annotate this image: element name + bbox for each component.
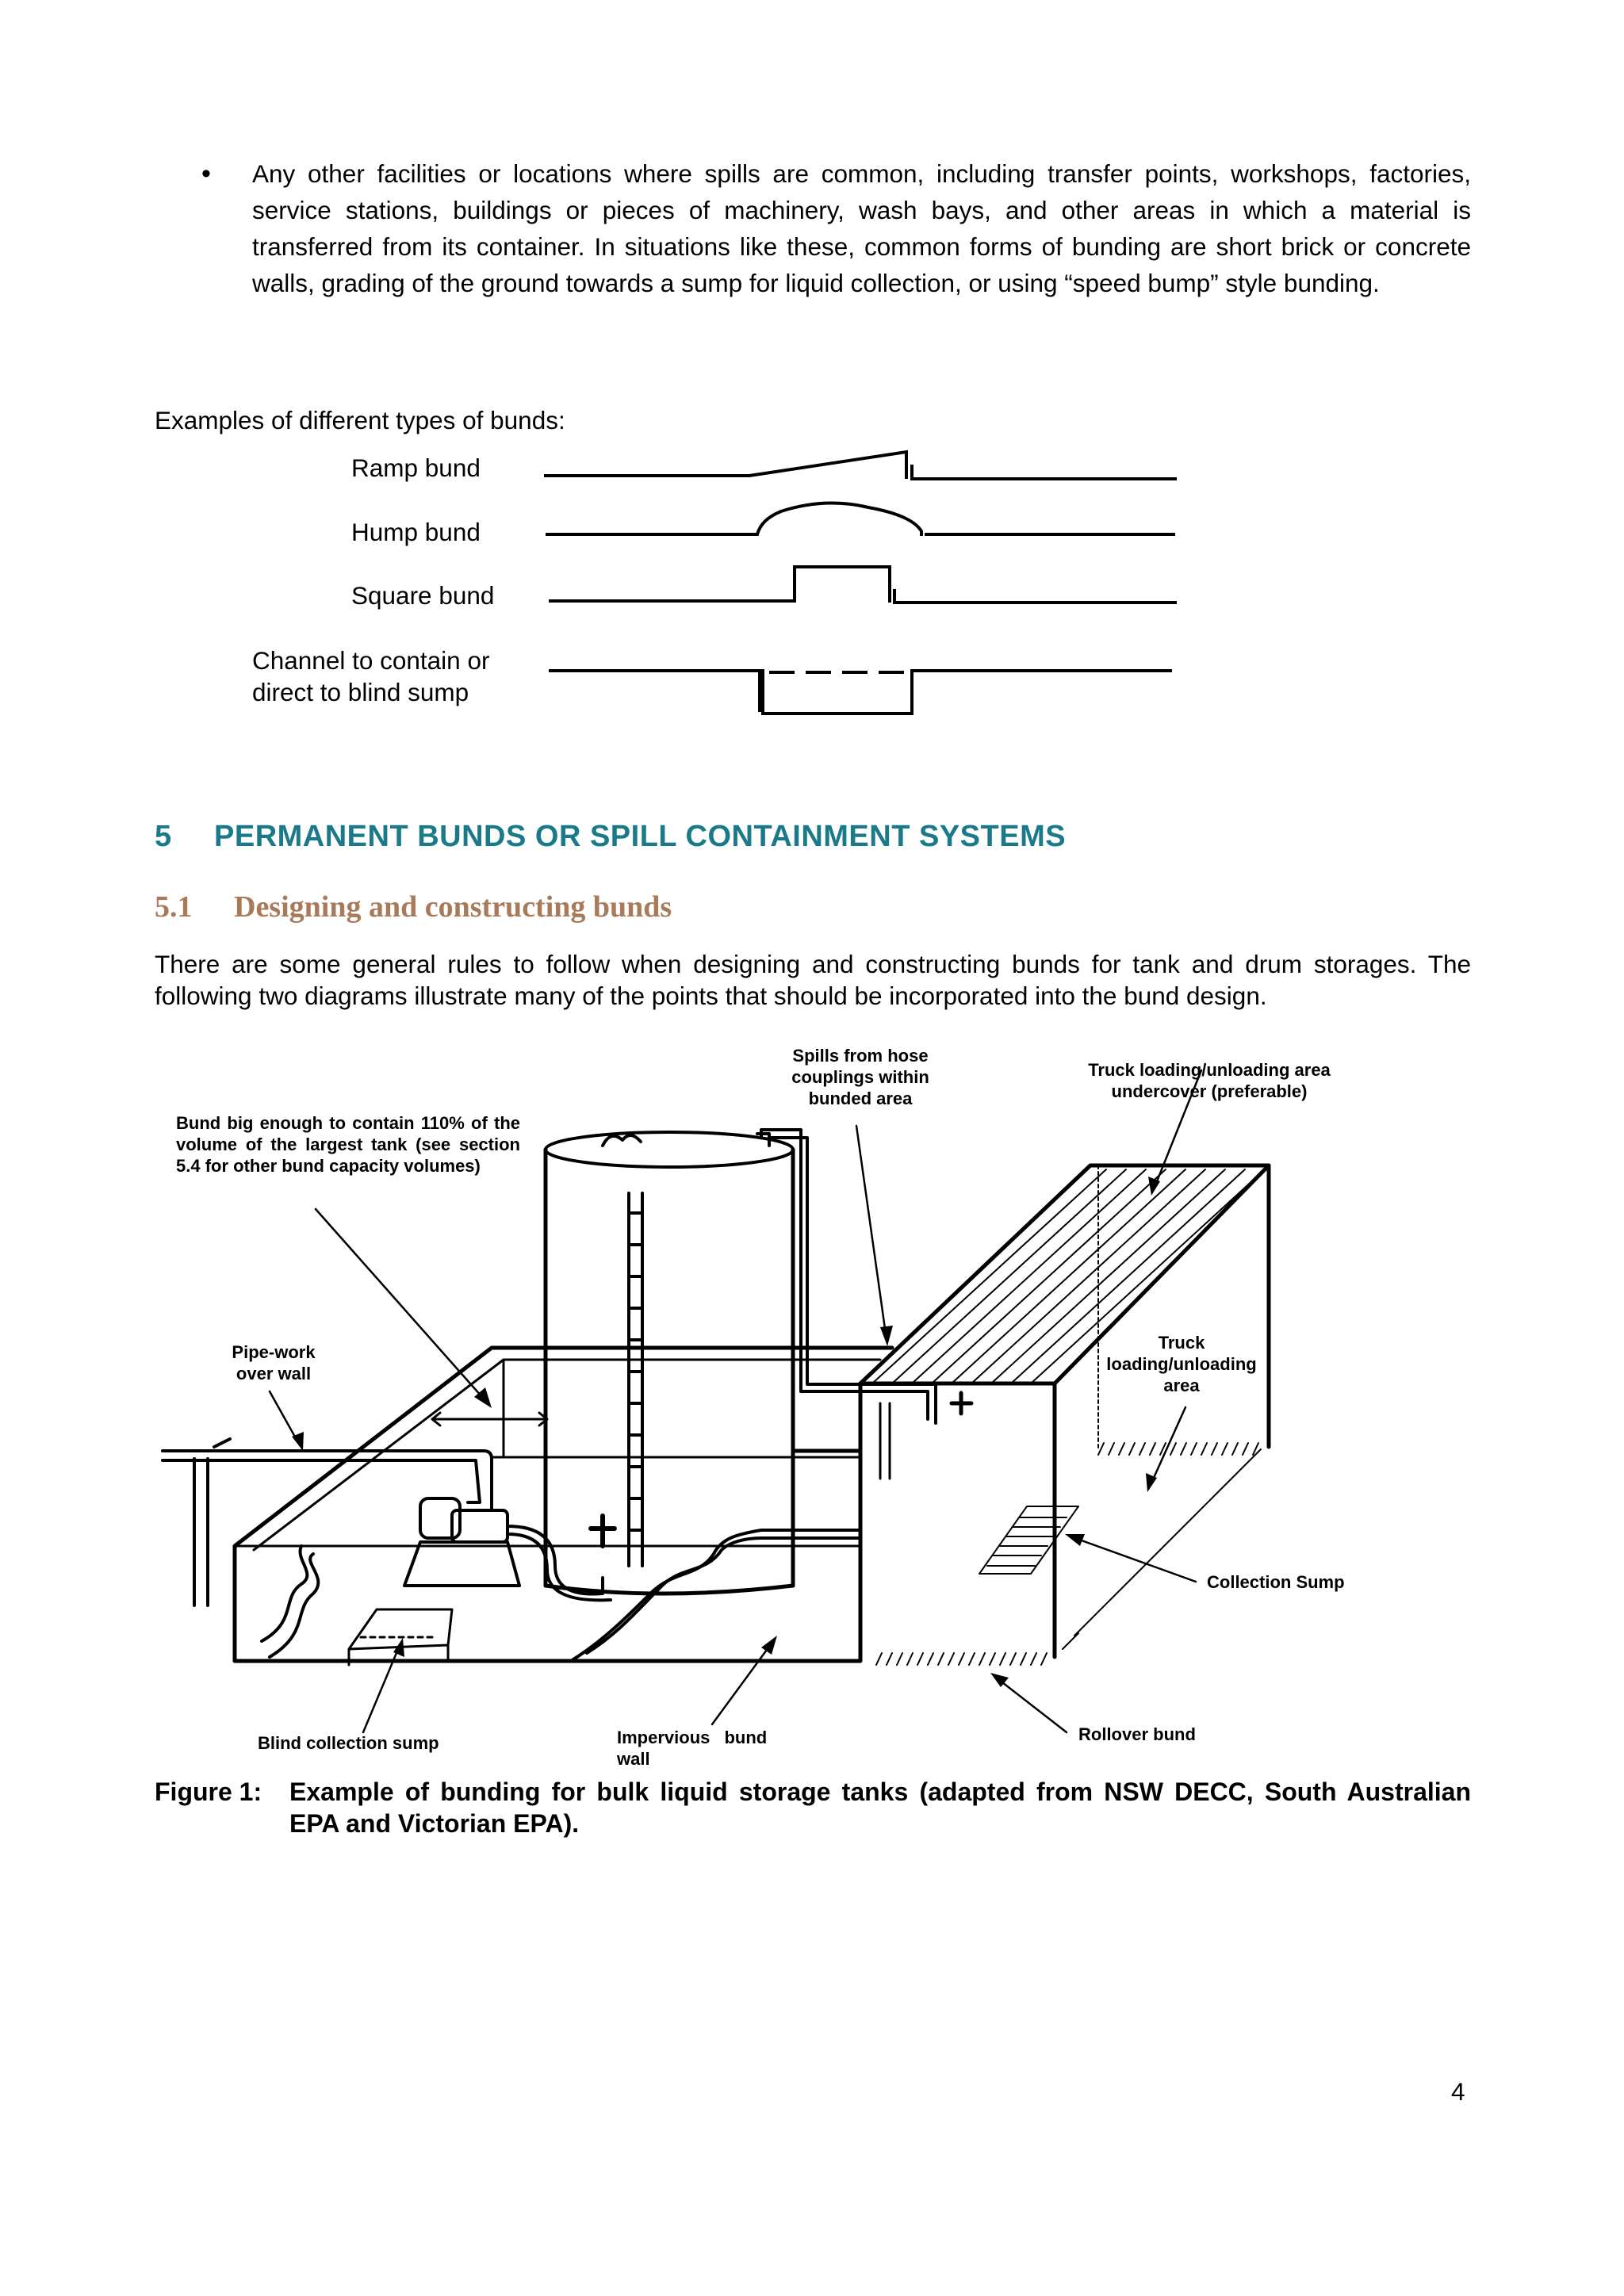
- figure-caption: Figure 1: Example of bunding for bulk li…: [155, 1776, 1471, 1839]
- leader-lines: [268, 1069, 1203, 1734]
- collection-sump-grate: [979, 1506, 1079, 1575]
- bund-wall: [232, 1345, 894, 1663]
- ramp-bund-profile: [544, 450, 1177, 480]
- blind-sump-shape: [347, 1608, 454, 1667]
- bund-width-arrow: [431, 1411, 549, 1427]
- examples-intro: Examples of different types of bunds:: [155, 406, 565, 434]
- callout-blind-sump: Blind collection sump: [258, 1733, 439, 1753]
- transfer-hose: [756, 1128, 974, 1425]
- figure-caption-text: Example of bunding for bulk liquid stora…: [289, 1777, 1471, 1838]
- section-5-1-heading: 5.1 Designing and constructing bunds: [155, 890, 672, 924]
- bund-profiles-diagram: [544, 450, 1177, 715]
- section-5-heading: 5 PERMANENT BUNDS OR SPILL CONTAINMENT SY…: [155, 820, 1066, 854]
- hump-bund-label: Hump bund: [351, 518, 481, 546]
- bullet-item: • Any other facilities or locations wher…: [201, 155, 1471, 301]
- square-bund-label: Square bund: [351, 581, 495, 610]
- channel-label-line2: direct to blind sump: [252, 678, 469, 706]
- section-5-1-number: 5.1: [155, 890, 193, 924]
- callout-spills: Spills from hose couplings within bunded…: [791, 1046, 929, 1108]
- square-bund-profile: [549, 565, 1177, 604]
- hump-bund-profile: [546, 501, 1175, 536]
- bullet-text: Any other facilities or locations where …: [252, 159, 1471, 297]
- page-number: 4: [1451, 2077, 1465, 2106]
- section-5-number: 5: [155, 820, 172, 853]
- callout-truck-cover: Truck loading/unloading area undercover …: [1088, 1060, 1331, 1101]
- intro-paragraph: There are some general rules to follow w…: [155, 950, 1471, 1010]
- bunding-figure: [161, 1069, 1271, 1734]
- section-5-title: PERMANENT BUNDS OR SPILL CONTAINMENT SYS…: [214, 820, 1067, 853]
- callout-bund-capacity: Bund big enough to contain 110% of the v…: [176, 1113, 520, 1176]
- callout-rollover: Rollover bund: [1078, 1724, 1196, 1744]
- rollover-bund-marks: [875, 1442, 1262, 1666]
- cutaway-edges: [260, 1529, 862, 1663]
- callout-truck-area: Truck loading/unloading area: [1106, 1333, 1257, 1395]
- callout-pipework: Pipe-work over wall: [232, 1342, 316, 1383]
- callout-collection-sump: Collection Sump: [1207, 1572, 1345, 1592]
- pump: [403, 1497, 612, 1602]
- channel-bund-profile: [549, 669, 1172, 715]
- ramp-bund-label: Ramp bund: [351, 453, 481, 482]
- section-5-1-title: Designing and constructing bunds: [234, 890, 672, 924]
- channel-label-line1: Channel to contain or: [252, 646, 490, 675]
- leader-arrowheads: [292, 1177, 1160, 1687]
- truck-loading-area: [858, 1163, 1271, 1659]
- storage-tank: [543, 1131, 795, 1596]
- callout-impervious: Impervious bund wall: [617, 1728, 768, 1769]
- bullet-dot-icon: •: [201, 159, 211, 189]
- pipe-over-wall: [161, 1437, 493, 1607]
- figure-caption-label: Figure 1:: [155, 1777, 262, 1806]
